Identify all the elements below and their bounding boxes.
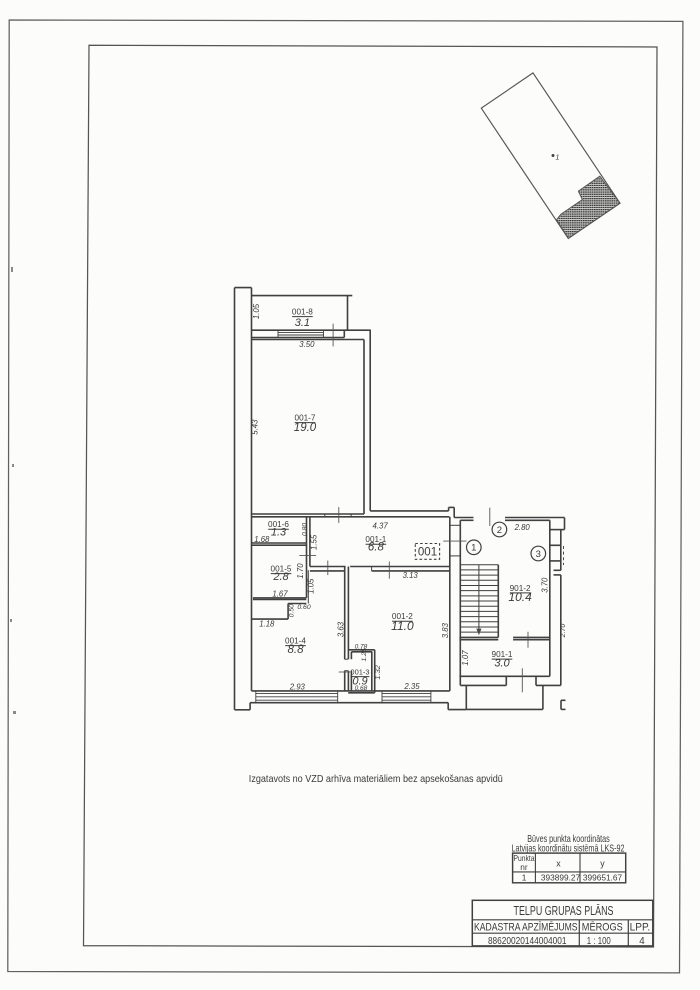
svg-text:901-1: 901-1 [492, 650, 513, 659]
svg-text:1 : 100: 1 : 100 [587, 936, 611, 947]
svg-text:Punkta: Punkta [514, 853, 535, 863]
svg-text:1: 1 [522, 872, 527, 882]
svg-text:2.80: 2.80 [514, 523, 531, 532]
svg-text:4: 4 [639, 936, 645, 947]
svg-text:1.32: 1.32 [373, 665, 382, 679]
svg-text:y: y [600, 858, 605, 868]
svg-text:001: 001 [418, 547, 437, 559]
svg-text:1.05: 1.05 [252, 303, 261, 319]
svg-text:1.55: 1.55 [309, 534, 318, 550]
svg-text:001-1: 001-1 [365, 535, 386, 544]
svg-text:88620020144004001: 88620020144004001 [488, 936, 567, 947]
svg-text:001-3: 001-3 [350, 668, 369, 677]
svg-text:3.13: 3.13 [403, 571, 419, 580]
svg-text:1.68: 1.68 [254, 535, 270, 544]
svg-text:0.50: 0.50 [288, 604, 295, 617]
svg-text:2: 2 [497, 525, 502, 536]
svg-text:Izgatavots no VZD arhīva mater: Izgatavots no VZD arhīva materiāliem bez… [249, 774, 503, 785]
svg-text:001-4: 001-4 [285, 637, 306, 646]
svg-text:1.05: 1.05 [307, 578, 316, 594]
svg-text:399651.67: 399651.67 [583, 872, 623, 882]
svg-text:1.07: 1.07 [461, 650, 470, 666]
svg-text:3.63: 3.63 [336, 621, 345, 637]
svg-text:KADASTRA APZĪMĒJUMS: KADASTRA APZĪMĒJUMS [474, 921, 578, 933]
svg-text:1.25: 1.25 [361, 648, 368, 661]
svg-text:0.80: 0.80 [301, 523, 308, 536]
svg-text:Latvijas koordinātu sistēmā LK: Latvijas koordinātu sistēmā LKS-92 [512, 844, 625, 855]
svg-text:10.4: 10.4 [508, 590, 532, 604]
svg-text:0.78: 0.78 [355, 644, 368, 651]
svg-text:1.70: 1.70 [296, 563, 305, 579]
svg-text:001-2: 001-2 [392, 612, 413, 621]
svg-text:393899.27: 393899.27 [541, 872, 581, 882]
svg-text:x: x [556, 858, 561, 868]
svg-text:2.70: 2.70 [560, 624, 567, 639]
svg-text:901-2: 901-2 [510, 584, 531, 593]
svg-text:001-5: 001-5 [271, 565, 292, 574]
svg-text:001-6: 001-6 [268, 520, 289, 529]
svg-text:Būves punkta koordinātas: Būves punkta koordinātas [527, 834, 610, 845]
svg-text:6.8: 6.8 [368, 542, 385, 554]
svg-text:3: 3 [536, 549, 541, 560]
svg-text:3.1: 3.1 [295, 317, 310, 329]
svg-text:1.18: 1.18 [259, 620, 275, 629]
svg-text:0.68: 0.68 [355, 685, 368, 692]
svg-text:1.67: 1.67 [272, 590, 288, 599]
svg-text:3.50: 3.50 [299, 340, 315, 349]
svg-text:3.70: 3.70 [541, 577, 550, 593]
svg-text:4.37: 4.37 [373, 522, 389, 531]
svg-text:2.8: 2.8 [272, 571, 289, 583]
svg-text:8.8: 8.8 [288, 644, 305, 656]
svg-text:1.3: 1.3 [271, 526, 287, 538]
svg-text:11.0: 11.0 [391, 619, 414, 633]
svg-text:2.35: 2.35 [403, 682, 420, 691]
svg-text:1: 1 [471, 543, 476, 554]
svg-text:5.43: 5.43 [251, 419, 260, 435]
svg-text:3.83: 3.83 [441, 622, 450, 638]
svg-text:2.93: 2.93 [289, 682, 306, 691]
svg-text:0.9: 0.9 [352, 675, 367, 687]
svg-text:3.0: 3.0 [494, 657, 510, 669]
svg-text:001-8: 001-8 [292, 308, 313, 317]
svg-text:TELPU GRUPAS PLĀNS: TELPU GRUPAS PLĀNS [514, 903, 614, 918]
svg-text:0.60: 0.60 [297, 604, 310, 611]
svg-text:nr: nr [520, 862, 528, 872]
svg-text:LPP.: LPP. [630, 921, 651, 933]
svg-text:1: 1 [556, 155, 560, 162]
svg-text:001-7: 001-7 [295, 414, 316, 423]
svg-text:19.0: 19.0 [294, 422, 317, 434]
svg-text:MĒROGS: MĒROGS [582, 921, 623, 933]
